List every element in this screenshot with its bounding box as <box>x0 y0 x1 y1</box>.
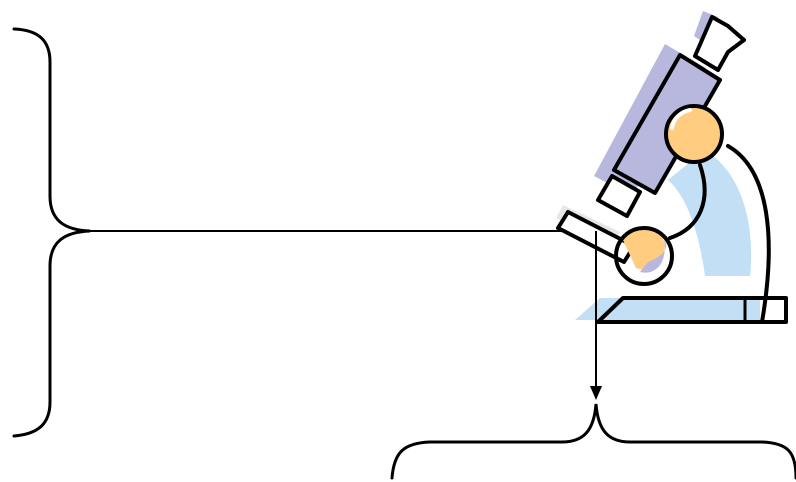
focus-knob-upper <box>664 104 724 164</box>
microscope-inner-arm <box>668 163 707 240</box>
microscope-arm-fill <box>668 150 752 276</box>
focus-knob-lower <box>614 226 674 286</box>
microscope-icon <box>556 11 788 324</box>
microscope-pillar <box>726 144 771 324</box>
knob-shine <box>670 108 692 130</box>
microscope-objective <box>596 174 642 218</box>
microscope-base-fill <box>575 298 760 320</box>
focus-knob-lower-shadow <box>640 240 667 273</box>
left-curly-brace <box>12 27 91 438</box>
microscope-base <box>596 296 788 324</box>
focus-knob-lower-fill <box>622 226 665 270</box>
arrowhead-icon <box>590 386 602 400</box>
microscope-eyepiece <box>693 15 746 72</box>
bottom-curly-brace <box>390 403 796 480</box>
